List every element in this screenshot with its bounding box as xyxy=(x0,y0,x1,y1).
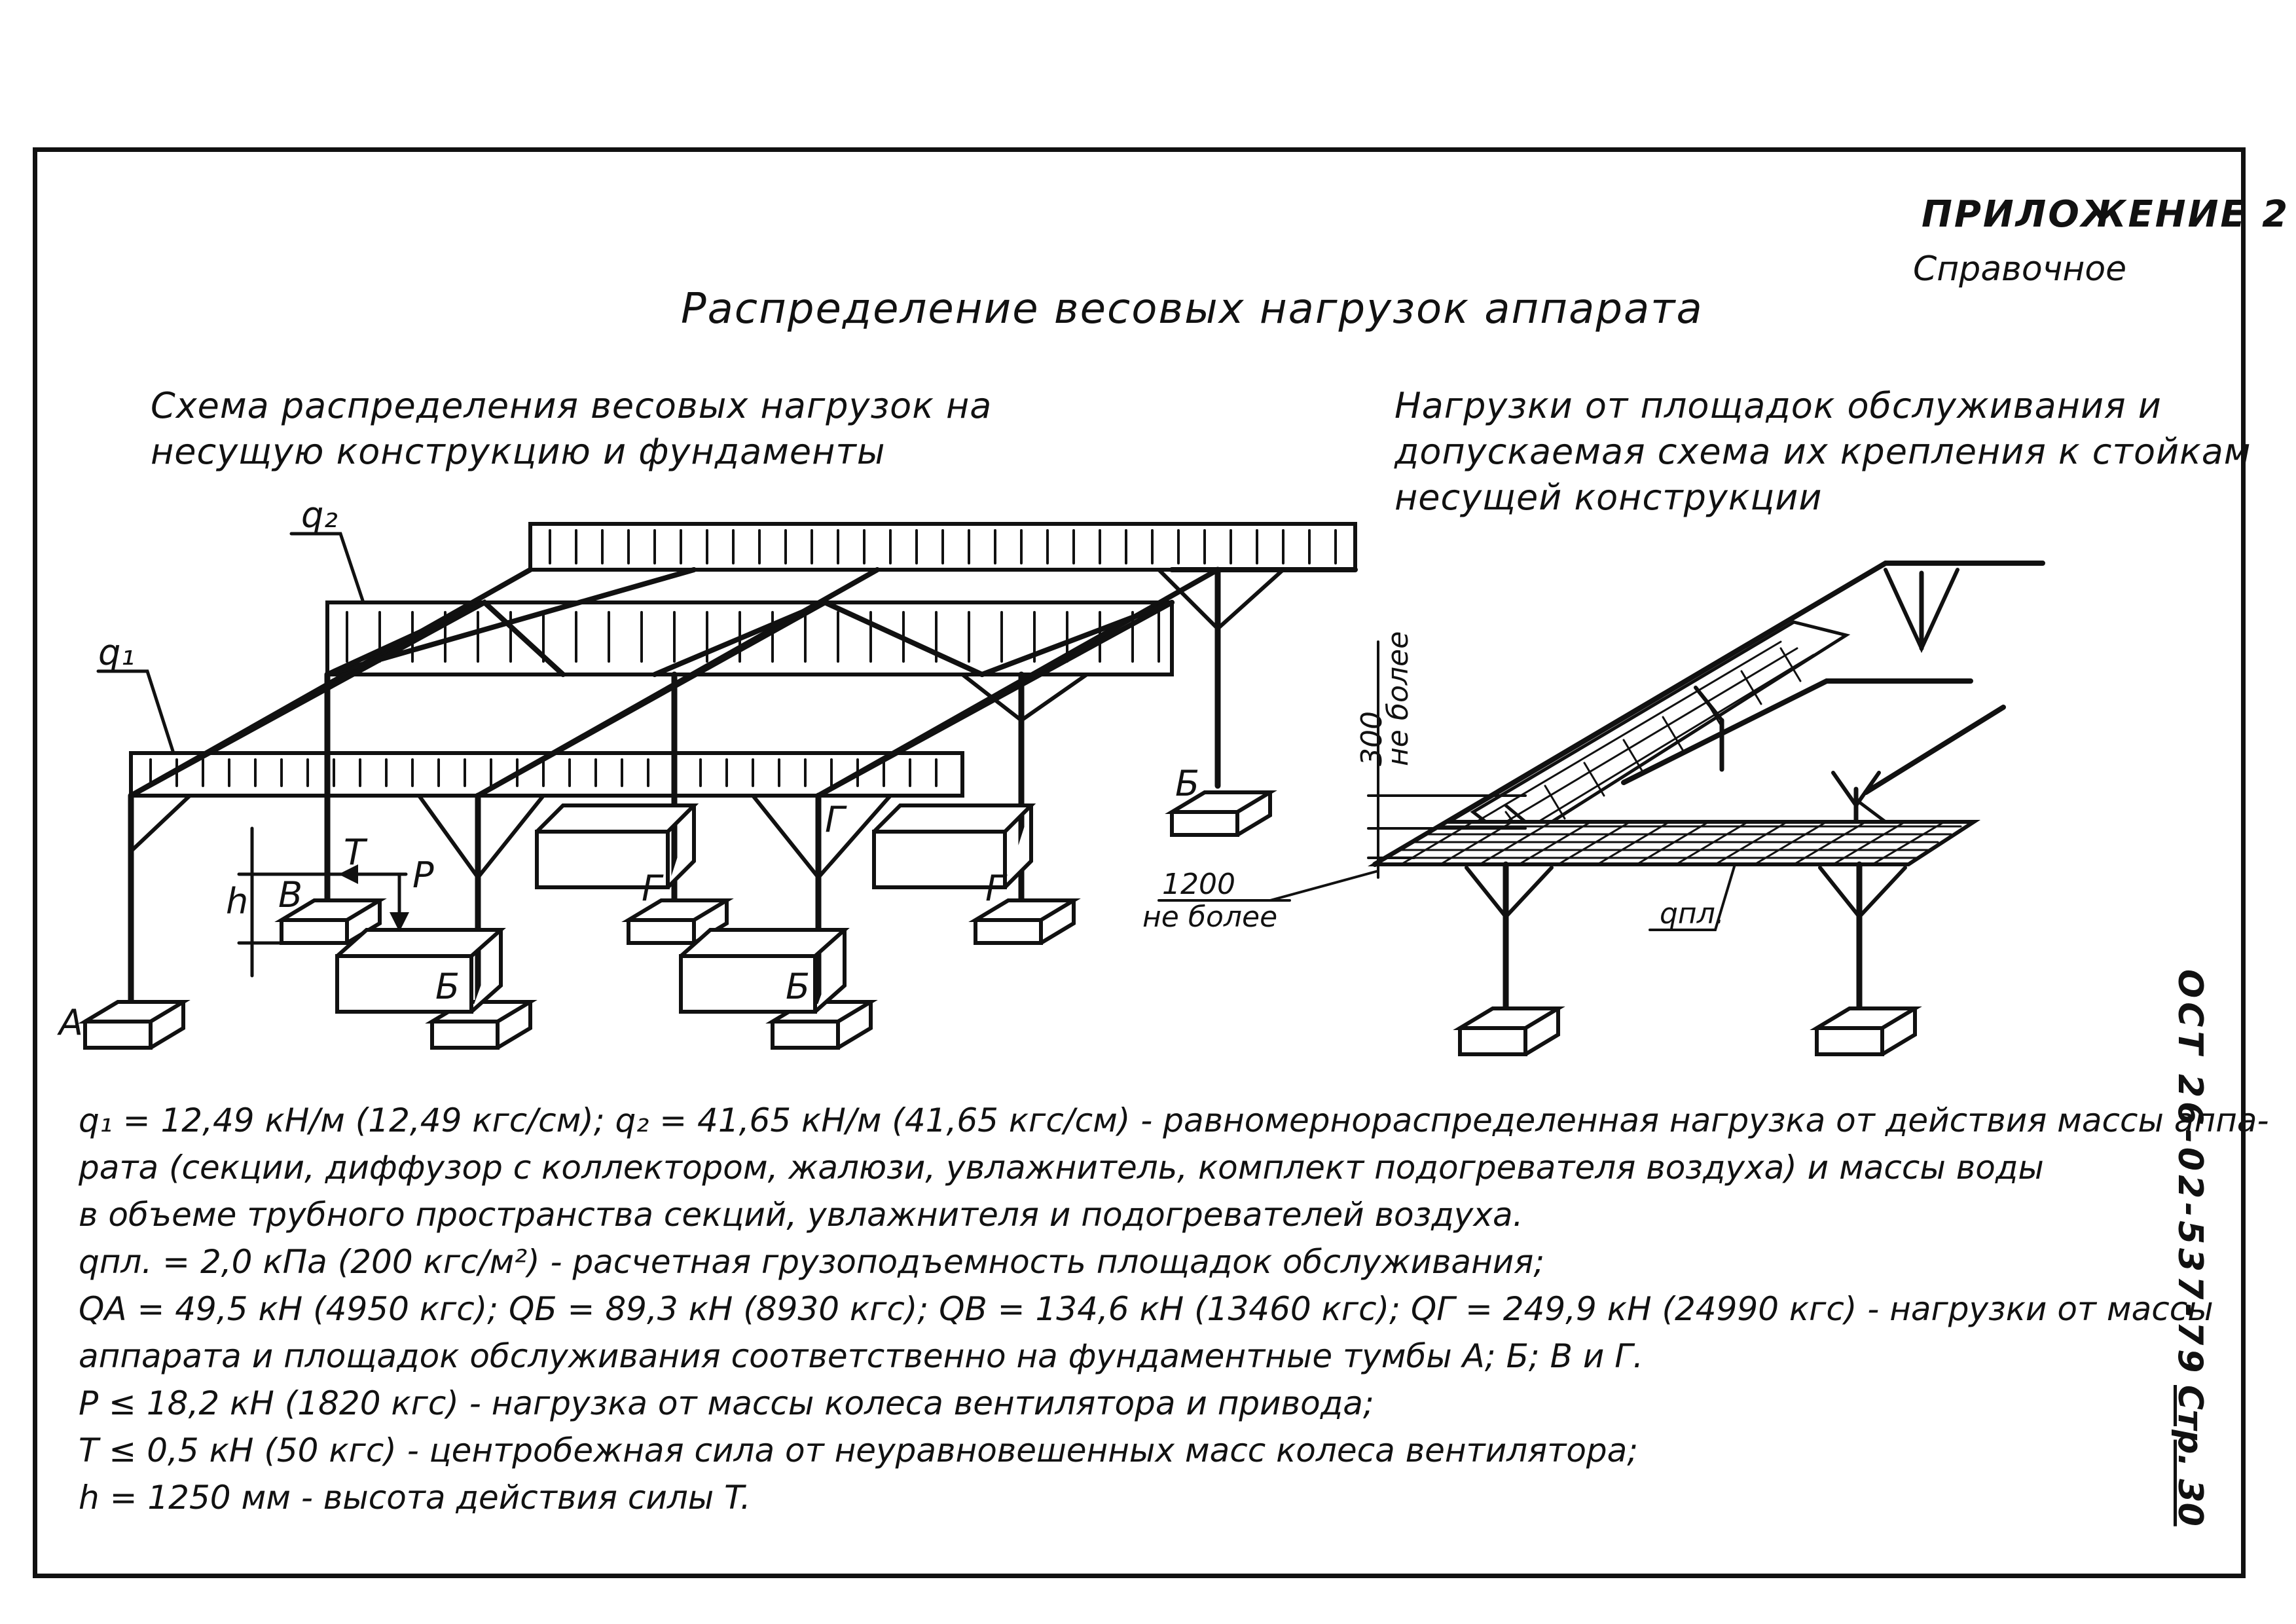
dim-1200: 1200 xyxy=(1162,868,1235,901)
foundation-b3 xyxy=(1165,790,1277,837)
platform-foundation-right xyxy=(1810,1006,1922,1056)
dim-1200-note: не более xyxy=(1142,900,1277,934)
label-b1: Б xyxy=(435,966,460,1007)
note-line-2: рата (секции, диффузор с коллектором, жа… xyxy=(79,1149,2044,1187)
standard-code: ОСТ 26-02-537-79 xyxy=(2170,969,2210,1377)
label-g2: Г xyxy=(985,868,1008,909)
fan-block-2 xyxy=(535,803,699,889)
foundation-a xyxy=(78,1000,191,1050)
label-a: A xyxy=(57,1002,83,1043)
appendix-label: ПРИЛОЖЕНИЕ 2 xyxy=(1922,193,2290,236)
dim-300-note: не более xyxy=(1381,631,1415,766)
right-caption-line-2: допускаемая схема их крепления к стойкам xyxy=(1394,431,2251,472)
appendix-subtitle: Справочное xyxy=(1913,249,2127,289)
right-caption-line-3: несущей конструкции xyxy=(1394,477,1823,518)
fan-block-1 xyxy=(335,928,506,1014)
note-line-8: T ≤ 0,5 кН (50 кгс) - центробежная сила … xyxy=(79,1431,1639,1469)
label-q2: q₂ xyxy=(301,494,338,536)
label-g1: Г xyxy=(642,868,664,909)
fan-block-4 xyxy=(872,803,1036,889)
label-t: T xyxy=(344,832,368,873)
beam-q1-front xyxy=(129,751,964,798)
note-line-7: P ≤ 18,2 кН (1820 кгс) - нагрузка от мас… xyxy=(79,1384,1374,1422)
note-line-9: h = 1250 мм - высота действия силы T. xyxy=(79,1479,751,1517)
left-caption-line-1: Схема распределения весовых нагрузок на xyxy=(151,385,993,426)
fan-block-3 xyxy=(679,928,850,1014)
label-p: P xyxy=(412,855,434,896)
label-b2: Б xyxy=(786,966,810,1007)
page-title: Распределение весовых нагрузок аппарата xyxy=(681,285,1704,333)
left-diagram-caption: Схема распределения весовых нагрузок на … xyxy=(151,383,992,475)
foundation-v xyxy=(274,898,387,945)
note-line-4: qпл. = 2,0 кПа (200 кгс/м²) - расчетная … xyxy=(79,1243,1545,1281)
beam-middle xyxy=(325,600,1174,676)
right-diagram-caption: Нагрузки от площадок обслуживания и допу… xyxy=(1394,383,2251,521)
platform-foundation-left xyxy=(1453,1006,1565,1056)
load-notes: q₁ = 12,49 кН/м (12,49 кгс/см); q₂ = 41,… xyxy=(79,1097,2269,1521)
label-g3: Г xyxy=(825,799,847,840)
label-h: h xyxy=(226,881,248,922)
dim-300: 300 xyxy=(1355,711,1389,766)
drawing-frame xyxy=(33,147,2246,1578)
foundation-g2 xyxy=(968,898,1081,945)
left-caption-line-2: несущую конструкцию и фундаменты xyxy=(151,431,886,472)
right-caption-line-1: Нагрузки от площадок обслуживания и xyxy=(1394,385,2162,426)
note-line-3: в объеме трубного пространства секций, у… xyxy=(79,1196,1523,1234)
label-b3: Б xyxy=(1175,763,1199,804)
label-v: В xyxy=(278,874,302,915)
label-q-platform: qпл. xyxy=(1660,897,1724,931)
note-line-1: q₁ = 12,49 кН/м (12,49 кгс/см); q₂ = 41,… xyxy=(79,1101,2269,1139)
note-line-6: аппарата и площадок обслуживания соответ… xyxy=(79,1337,1643,1375)
page-number: Стр. 30 xyxy=(2170,1385,2210,1526)
platform-upper-frame xyxy=(1470,620,1851,847)
label-q1: q₁ xyxy=(98,632,135,673)
note-line-5: QА = 49,5 кН (4950 кгс); QБ = 89,3 кН (8… xyxy=(79,1290,2214,1328)
